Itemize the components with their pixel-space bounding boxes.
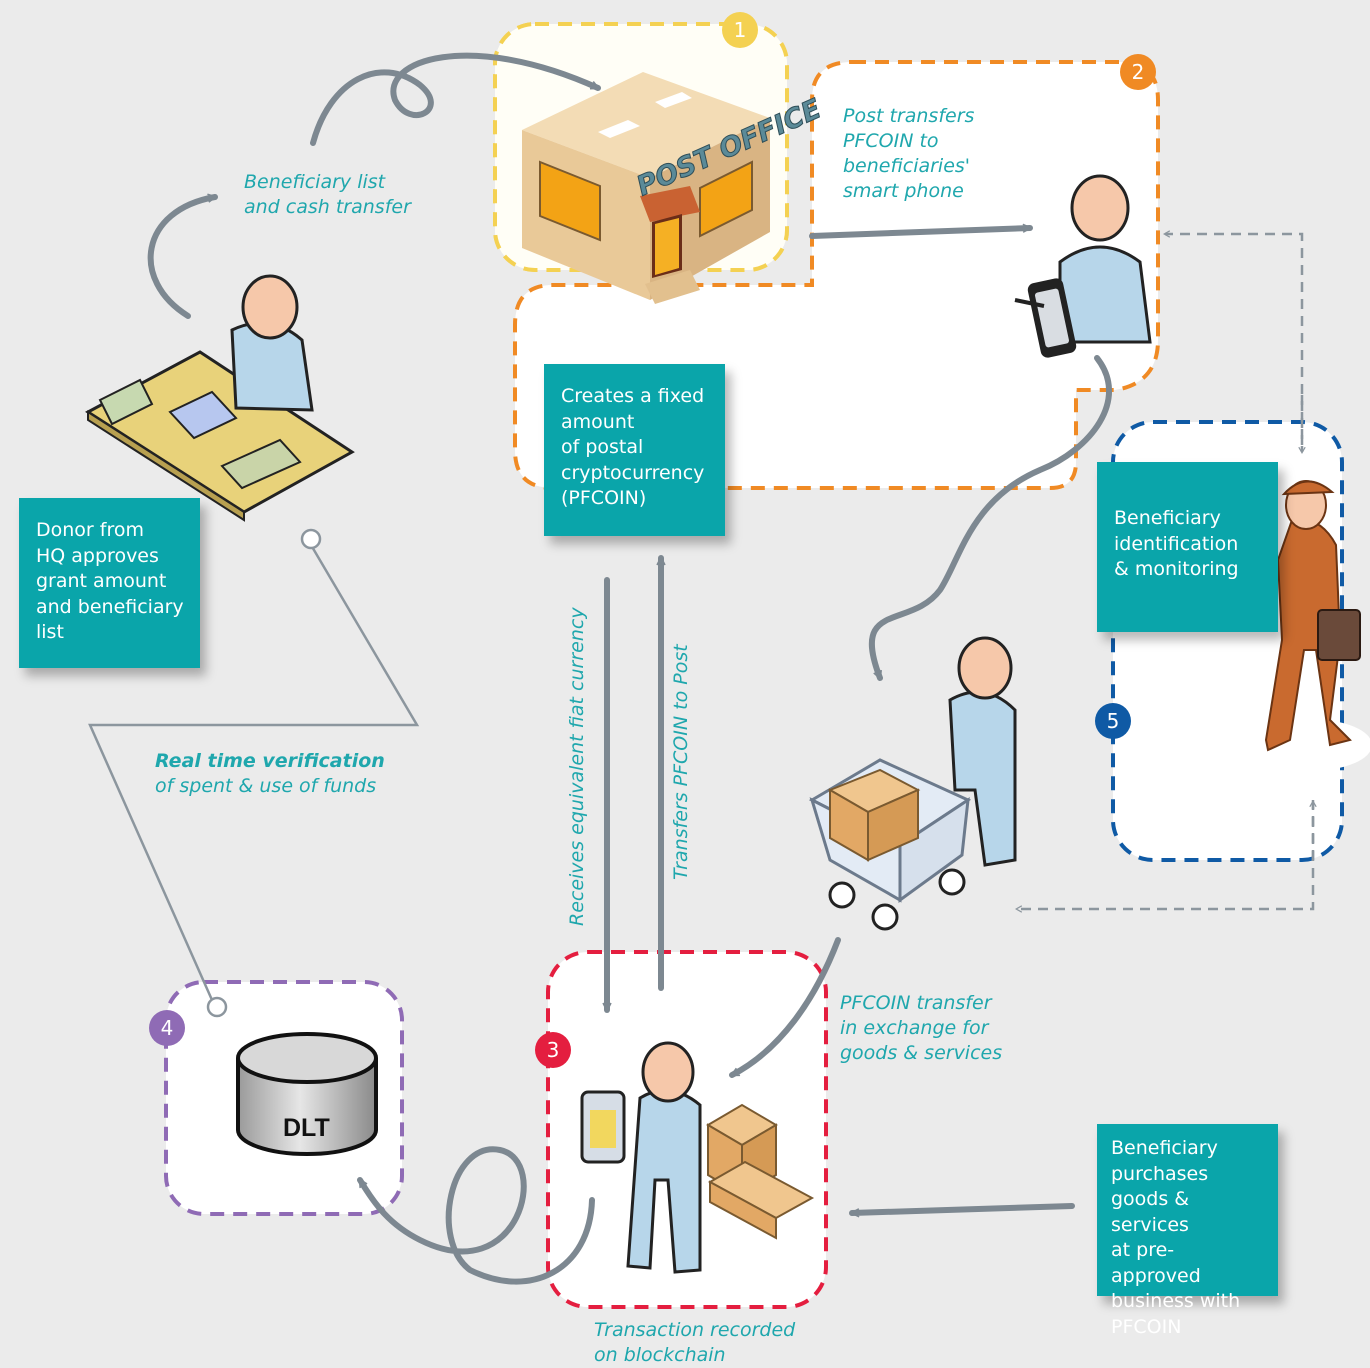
step-badge-1: 1	[722, 12, 758, 48]
arrow-to-shopper	[868, 355, 1112, 681]
merchant-with-boxes-icon	[580, 1041, 815, 1274]
dlt-database-icon	[236, 1032, 378, 1156]
step-badge-2: 2	[1120, 54, 1156, 90]
create-pfcoin-box: Creates a fixed amount of postal cryptoc…	[544, 364, 725, 536]
donor-line: grant amount	[36, 570, 167, 592]
arrow-purchase	[849, 1203, 1075, 1213]
beneficiary-list-label: Beneficiary list and cash transfer	[244, 170, 411, 220]
monitoring-arrow-top	[1162, 230, 1304, 445]
identification-line: & monitoring	[1114, 558, 1239, 580]
donor-at-desk-icon	[85, 274, 355, 522]
step-badge-4: 4	[149, 1010, 185, 1046]
purchase-line: goods & services	[1111, 1188, 1190, 1236]
purchase-line: purchases	[1111, 1162, 1209, 1185]
beneficiary-with-phone-icon	[1014, 174, 1152, 358]
transfers-pfcoin-label: Transfers PFCOIN to Post	[670, 644, 692, 880]
arrow-to-dlt	[357, 1146, 595, 1285]
creates-line: (PFCOIN)	[561, 487, 647, 509]
real-time-verification-label: Real time verification of spent & use of…	[155, 749, 385, 799]
creates-line: amount	[561, 410, 635, 433]
arrow-to-post-office	[310, 52, 601, 146]
transaction-recorded-label: Transaction recorded on blockchain	[594, 1318, 795, 1368]
arrow-to-beneficiary-phone	[809, 228, 1033, 239]
post-transfers-label: Post transfers PFCOIN to beneficiaries' …	[843, 104, 974, 204]
shopper-with-cart-icon	[808, 636, 1017, 931]
identification-line: Beneficiary	[1114, 507, 1221, 529]
step-badge-3: 3	[535, 1032, 571, 1068]
purchase-line: business with	[1111, 1290, 1241, 1312]
connector-dot-lower	[206, 996, 228, 1018]
label-line: PFCOIN transfer	[840, 992, 992, 1014]
purchase-box: Beneficiary purchases goods & services a…	[1097, 1124, 1278, 1338]
label-line: Transaction recorded	[594, 1319, 796, 1341]
dlt-label: DLT	[283, 1114, 330, 1142]
arrow-donor-loop	[147, 197, 218, 319]
verification-line-upper	[88, 544, 420, 1001]
real-time-verification-title: Real time verification	[155, 750, 385, 772]
label-line: in exchange for	[840, 1017, 989, 1039]
purchase-line: at pre-approved	[1111, 1239, 1201, 1287]
step-badge-5: 5	[1095, 703, 1131, 739]
connector-dot-upper	[300, 528, 322, 550]
donor-line: Donor from	[36, 519, 144, 541]
label-line: goods & services	[840, 1042, 1003, 1064]
identification-line: identification	[1114, 532, 1239, 555]
creates-line: Creates a fixed	[561, 385, 705, 407]
identification-box: Beneficiary identification & monitoring	[1097, 462, 1278, 632]
label-line: PFCOIN to	[843, 130, 939, 152]
label-line: Beneficiary list	[244, 171, 386, 193]
creates-line: cryptocurrency	[561, 461, 705, 484]
label-line: on blockchain	[594, 1344, 726, 1366]
donor-line: HQ approves	[36, 544, 159, 567]
donor-line: and beneficiary	[36, 595, 184, 618]
postman-icon	[1214, 480, 1370, 771]
real-time-verification-sub: of spent & use of funds	[155, 775, 377, 797]
donor-approval-box: Donor from HQ approves grant amount and …	[19, 498, 200, 668]
purchase-line: Beneficiary	[1111, 1137, 1218, 1159]
label-line: and cash transfer	[244, 196, 411, 218]
pfcoin-transfer-label: PFCOIN transfer in exchange for goods & …	[840, 991, 1002, 1066]
label-line: beneficiaries'	[843, 155, 971, 177]
creates-line: of postal	[561, 436, 644, 458]
label-line: Post transfers	[843, 105, 975, 127]
label-line: smart phone	[843, 180, 964, 202]
receives-fiat-label: Receives equivalent fiat currency	[566, 607, 588, 926]
arrow-pfcoin-exchange	[729, 937, 841, 1078]
purchase-line: PFCOIN	[1111, 1315, 1182, 1338]
donor-line: list	[36, 621, 64, 643]
